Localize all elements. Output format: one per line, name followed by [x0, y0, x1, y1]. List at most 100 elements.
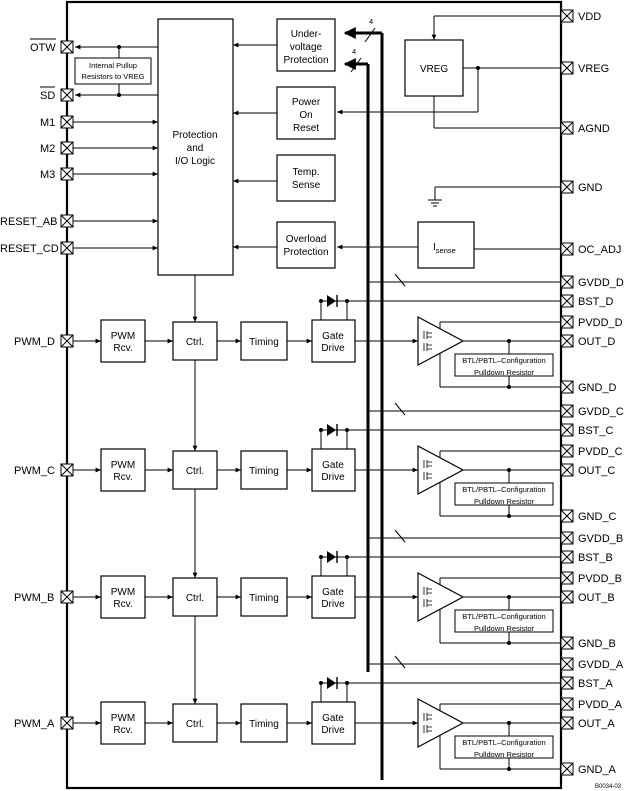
pin-oc-adj-label: OC_ADJ [578, 244, 621, 256]
power-on-reset-block [276, 86, 336, 140]
pwm-rcv-block-0 [100, 319, 146, 363]
temp-sense-block [276, 154, 336, 202]
bootstrap-diode-3 [327, 677, 336, 689]
pin-pvdd-label-1: PVDD_C [578, 446, 623, 458]
pin-pwm-d-label: PWM_D [14, 336, 55, 348]
pin-pvdd-2-box [560, 571, 574, 585]
ctrl-block-1 [172, 450, 218, 490]
pin-pvdd-1-box [560, 444, 574, 458]
pwm-rcv-0-line1: PWM [111, 331, 135, 342]
out-node-3 [507, 721, 511, 725]
bst-node-right-0 [345, 299, 349, 303]
timing-block-2 [240, 577, 288, 617]
pin-reset-cd-label: RESET_CD [0, 243, 59, 255]
bst-node-right-3 [345, 681, 349, 685]
power-on-reset-line1: Power [292, 97, 321, 108]
pin-out-0-box [560, 334, 574, 348]
btl-3-line1: BTL/PBTL–Configuration [462, 738, 545, 747]
gate-drive-2-line2: Drive [321, 599, 345, 610]
isense-label: Isense [433, 242, 456, 255]
pwm-rcv-1-line2: Rcv. [113, 472, 132, 483]
figure-id: B0034-03 [595, 784, 622, 790]
gate-drive-3-line1: Gate [322, 713, 344, 724]
pin-gvdd-label-2: GVDD_B [578, 533, 623, 545]
pin-sd-box [60, 88, 74, 102]
ctrl-0-line1: Ctrl. [186, 337, 204, 348]
pin-bst-label-1: BST_C [578, 425, 614, 437]
gnd-node-3 [507, 767, 511, 771]
gate-drive-block-2 [311, 575, 356, 619]
protection-logic-line3: I/O Logic [175, 156, 215, 167]
pin-out-1-box [560, 463, 574, 477]
pin-m1-label: M1 [40, 117, 55, 129]
pin-vdd-box [560, 9, 574, 23]
pin-pwm-c-label: PWM_C [14, 465, 55, 477]
btl-2-line2: Pulldown Resistor [474, 624, 535, 633]
power-on-reset-line3: Reset [293, 123, 319, 134]
junction-dots [117, 45, 480, 97]
timing-2-line1: Timing [249, 593, 279, 604]
undervoltage-line2: voltage [290, 42, 323, 53]
pin-reset-cd-box [60, 241, 74, 255]
pin-pwm-a-box [60, 716, 74, 730]
pin-out-label-1: OUT_C [578, 465, 615, 477]
pin-gnd-label: GND [578, 182, 603, 194]
pwm-rcv-0-line2: Rcv. [113, 343, 132, 354]
bootstrap-diode-2 [327, 551, 336, 563]
pin-out-label-3: OUT_A [578, 718, 615, 730]
ctrl-2-line1: Ctrl. [186, 593, 204, 604]
bootstrap-diode-1 [327, 424, 336, 436]
bst-node-left-2 [319, 555, 323, 559]
pin-agnd-box [560, 121, 574, 135]
uvp-buses [343, 27, 384, 780]
bst-node-right-2 [345, 555, 349, 559]
btl-resistor-box-3 [454, 735, 554, 759]
bootstrap-diode-0 [327, 295, 336, 307]
pin-pvdd-label-0: PVDD_D [578, 317, 623, 329]
undervoltage-block [276, 18, 336, 72]
pullup-line2: Resistors to VREG [82, 72, 145, 81]
pin-pwm-a-label: PWM_A [14, 718, 55, 730]
bst-node-left-1 [319, 428, 323, 432]
gate-drive-3-line2: Drive [321, 725, 345, 736]
gnd-node-0 [507, 385, 511, 389]
btl-0-line2: Pulldown Resistor [474, 368, 535, 377]
pin-oc-adj-box [560, 242, 574, 256]
pin-gvdd-label-3: GVDD_A [578, 659, 624, 671]
pullup-box [74, 57, 152, 85]
timing-3-line1: Timing [249, 719, 279, 730]
timing-1-line1: Timing [249, 466, 279, 477]
overload-line1: Overload [286, 234, 327, 245]
pullup-line1: Internal Pullup [89, 61, 137, 70]
btl-2-line1: BTL/PBTL–Configuration [462, 612, 545, 621]
pin-gnd-label-1: GND_C [578, 511, 617, 523]
fet-marks-1 [423, 460, 432, 480]
pin-m3-box [60, 167, 74, 181]
channels-layer: GVDD_DBST_DPVDD_DOUT_DGND_DPWMRcv.Ctrl.T… [73, 273, 624, 776]
btl-0-line1: BTL/PBTL–Configuration [462, 356, 545, 365]
pwm-rcv-3-line2: Rcv. [113, 725, 132, 736]
pin-gnd-2-box [560, 636, 574, 650]
pin-out-3-box [560, 716, 574, 730]
pin-gvdd-2-box [560, 531, 574, 545]
pin-m3-label: M3 [40, 169, 55, 181]
pin-gnd-label-0: GND_D [578, 382, 617, 394]
pin-pvdd-label-3: PVDD_A [578, 699, 623, 711]
ctrl-1-line1: Ctrl. [186, 466, 204, 477]
pin-gnd-label-3: GND_A [578, 764, 617, 776]
pin-pvdd-label-2: PVDD_B [578, 573, 622, 585]
btl-resistor-box-0 [454, 353, 554, 377]
gnd-node-1 [507, 514, 511, 518]
pin-sd-label: SD [40, 90, 55, 102]
gate-drive-1-line1: Gate [322, 460, 344, 471]
bst-node-left-0 [319, 299, 323, 303]
gate-drive-1-line2: Drive [321, 472, 345, 483]
pin-vdd-label: VDD [578, 11, 601, 23]
protection-logic-block [157, 18, 234, 276]
pin-m1-box [60, 115, 74, 129]
pin-gvdd-label-0: GVDD_D [578, 277, 624, 289]
pin-gnd-label-2: GND_B [578, 638, 616, 650]
pin-out-label-0: OUT_D [578, 336, 615, 348]
protection-logic-line1: Protection [172, 130, 217, 141]
gate-drive-0-line1: Gate [322, 331, 344, 342]
